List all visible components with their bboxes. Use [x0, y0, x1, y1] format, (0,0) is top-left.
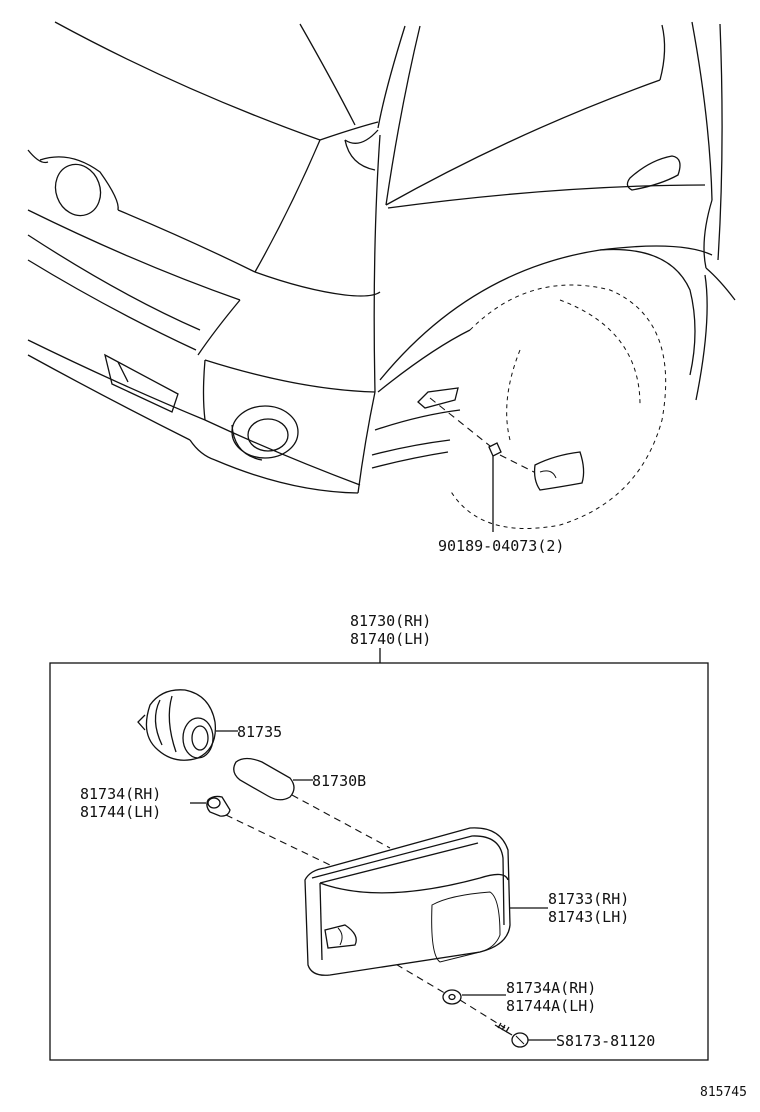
lamp-assembly-rh-number: 81730(RH)	[350, 612, 431, 630]
socket-part	[137, 689, 217, 761]
screw-part-number: S8173-81120	[556, 1032, 655, 1050]
bulb-part-number: 81730B	[312, 772, 366, 790]
bulb-part	[233, 757, 295, 801]
lamp-assembly-lh-number: 81740(LH)	[350, 630, 431, 648]
lens-rh-number: 81733(RH)	[548, 890, 629, 908]
gasket-part	[206, 795, 231, 817]
lamp-lens-part	[304, 827, 511, 976]
assembly-box	[49, 662, 709, 1061]
diagram-reference-number: 815745	[700, 1085, 747, 1100]
washer-part	[442, 989, 462, 1005]
socket-part-number: 81735	[237, 723, 282, 741]
clip-part-number: 90189-04073(2)	[438, 537, 564, 555]
screw-part	[494, 1022, 529, 1048]
vehicle-front-illustration	[27, 21, 736, 532]
lens-lh-number: 81743(LH)	[548, 908, 629, 926]
washer-lh-number: 81744A(LH)	[506, 997, 596, 1015]
washer-rh-number: 81734A(RH)	[506, 979, 596, 997]
gasket-lh-number: 81744(LH)	[80, 803, 161, 821]
gasket-rh-number: 81734(RH)	[80, 785, 161, 803]
